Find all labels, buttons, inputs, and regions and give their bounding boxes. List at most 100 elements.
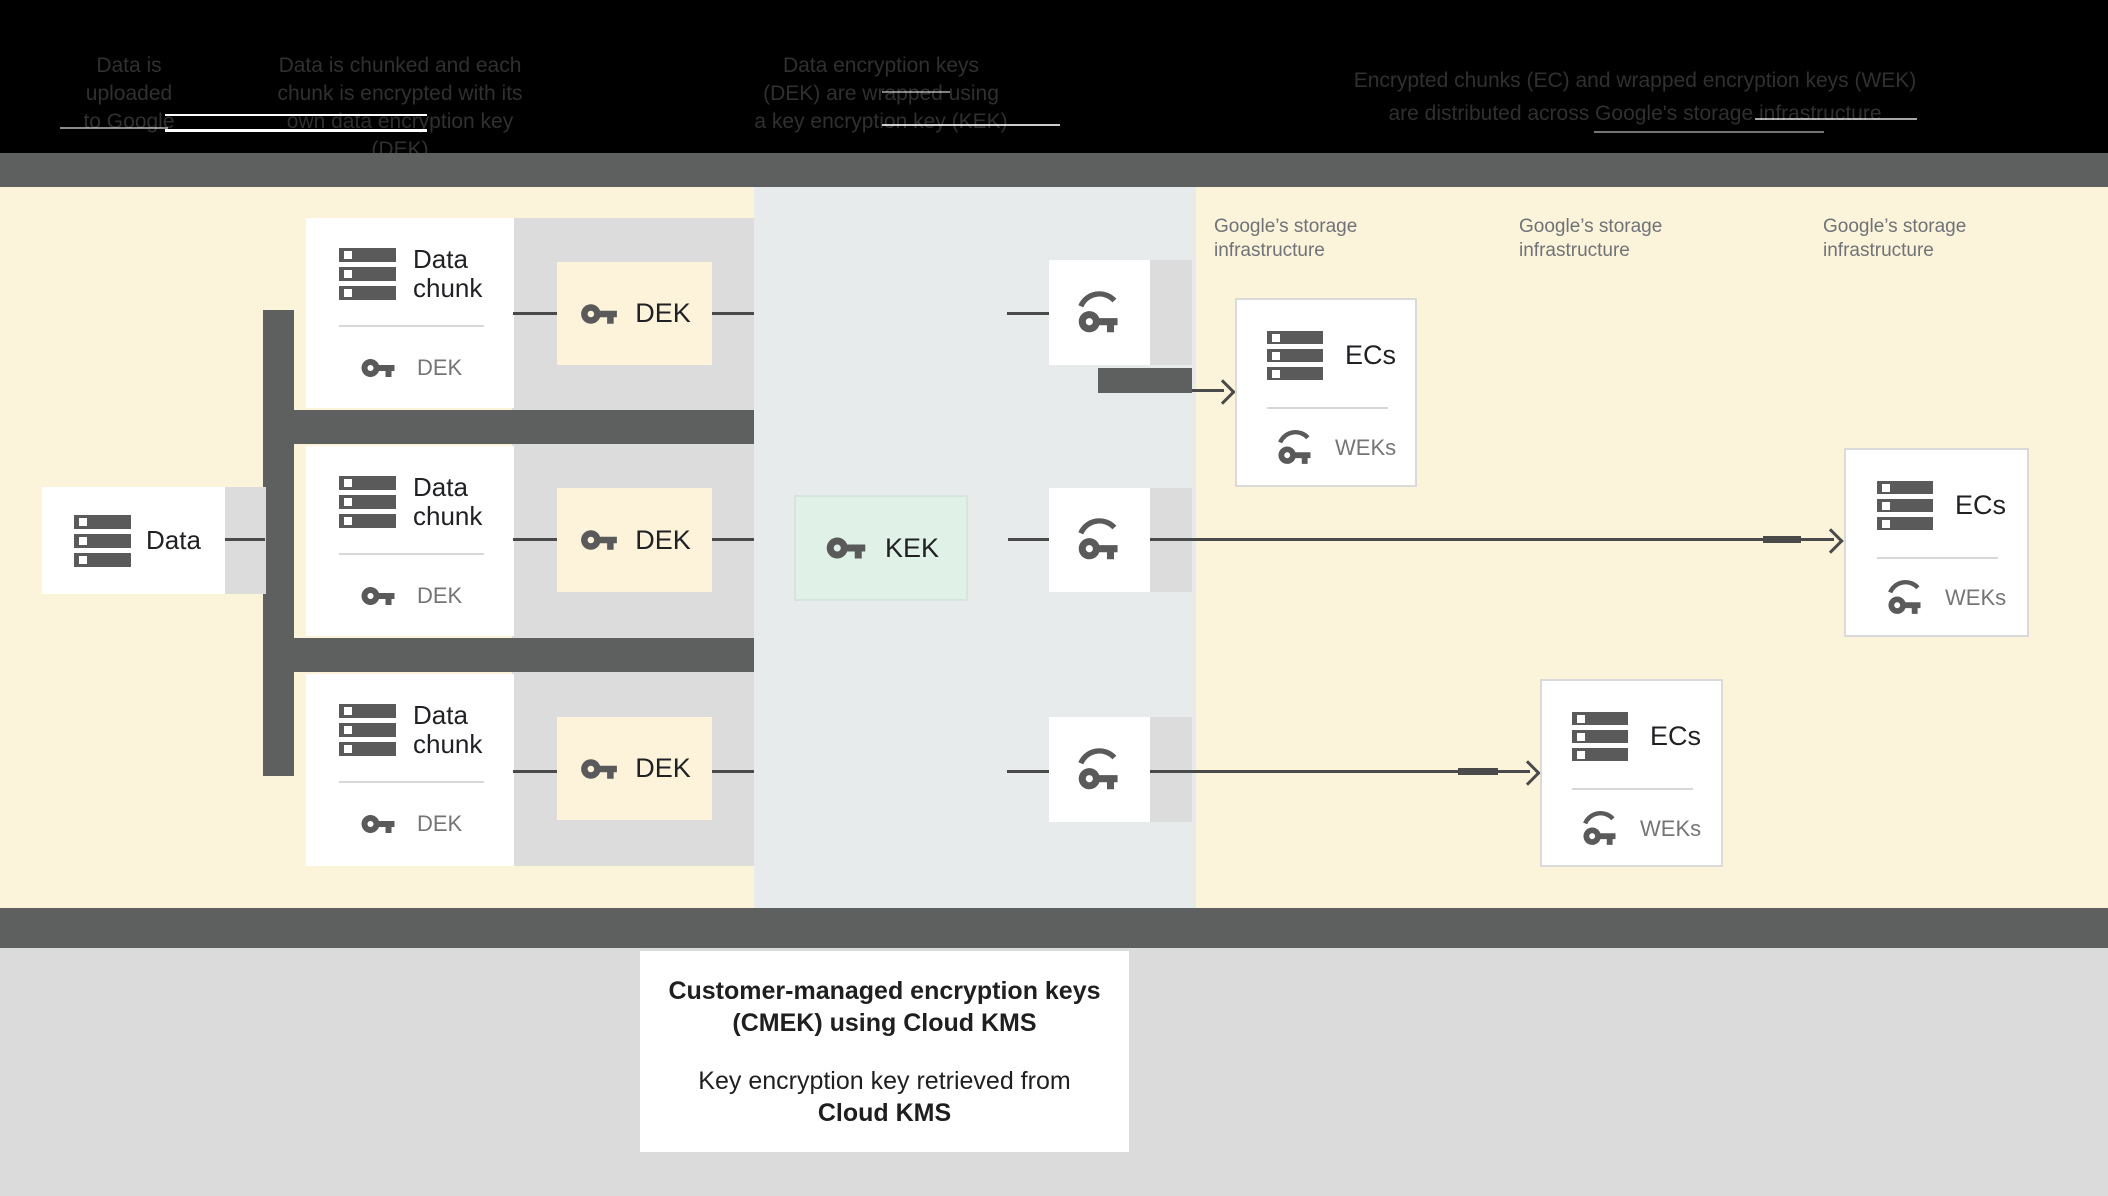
header-glitch-line — [882, 91, 950, 93]
header-step-2-line: chunk is encrypted with its — [277, 82, 523, 105]
ec-key-label: WEKs — [1640, 816, 1702, 841]
chunk-title: Data — [413, 244, 468, 274]
key-icon — [361, 587, 395, 605]
ec-title: ECs — [1345, 339, 1397, 370]
data-box-label: Data — [146, 525, 201, 555]
chunk-title: chunk — [413, 273, 483, 303]
connector-line — [1007, 770, 1049, 773]
arrow-line-overlap — [1763, 536, 1801, 543]
header-step-3-line: Data encryption keys — [782, 54, 980, 77]
header-glitch-line — [882, 124, 1060, 126]
dek-label: DEK — [635, 524, 691, 555]
divider — [1877, 557, 1998, 559]
key-icon — [581, 758, 618, 779]
wrapped-key-icon — [1583, 811, 1616, 845]
storage-zone-label: Google’s storage infrastructure — [1214, 215, 1414, 263]
encrypted-chunks-box: ECs WEKs — [1540, 679, 1723, 867]
encrypted-chunks-box: ECs WEKs — [1235, 298, 1417, 487]
key-icon — [581, 303, 618, 324]
wrapped-key-box — [1049, 717, 1150, 822]
arrow-line-overlap — [1458, 768, 1498, 775]
encrypted-chunks-box: ECs WEKs — [1844, 448, 2029, 637]
chunk-title: Data — [413, 700, 468, 730]
storage-zone-label-line: Google’s storage — [1214, 216, 1358, 237]
wrapped-key-icon — [1077, 518, 1118, 560]
header-step-1-line: Data is — [96, 54, 162, 77]
data-chunk-box: Data chunk DEK — [306, 218, 514, 408]
connector-line — [711, 312, 754, 315]
header-step-4-line: Encrypted chunks (EC) and wrapped encryp… — [1353, 69, 1917, 92]
ec-title: ECs — [1650, 720, 1702, 751]
chunk-title: chunk — [413, 729, 483, 759]
relay-backing-strip — [1150, 717, 1192, 822]
key-icon — [361, 815, 395, 833]
top-divider-bar — [0, 153, 2108, 187]
divider — [1267, 407, 1388, 409]
arrow-line — [1192, 389, 1224, 392]
header-step-3-line: (DEK) are wrapped using — [763, 82, 999, 105]
header-step-2: Data is chunked and each chunk is encryp… — [262, 52, 538, 164]
kek-label: KEK — [884, 532, 940, 563]
chunk-key-label: DEK — [417, 811, 463, 836]
wrapped-key-box — [1049, 488, 1150, 592]
header-step-3-line: a key encryption key (KEK) — [754, 110, 1008, 133]
database-icon — [1267, 330, 1323, 380]
header-band: Data is uploaded to Google Data is chunk… — [0, 0, 2108, 161]
wrapped-key-icon — [1888, 580, 1921, 614]
arrow-line — [1150, 538, 1834, 541]
ec-key-label: WEKs — [1945, 585, 2007, 610]
chunk-key-label: DEK — [417, 583, 463, 608]
wrapped-key-icon — [1077, 747, 1118, 789]
caption-box: Customer-managed encryption keys (CMEK) … — [640, 951, 1129, 1152]
divider — [339, 781, 484, 783]
connector-line — [513, 770, 557, 773]
divider — [339, 553, 484, 555]
header-glitch-line — [165, 114, 427, 116]
storage-zone-label-line: infrastructure — [1214, 240, 1325, 261]
header-step-3: Data encryption keys (DEK) are wrapped u… — [739, 52, 1023, 136]
database-icon — [1572, 711, 1628, 761]
bottom-divider-bar — [0, 908, 2108, 948]
fan-out-trunk — [263, 310, 294, 776]
caption-line: Key encryption key retrieved from — [698, 1067, 1071, 1095]
divider — [339, 325, 484, 327]
header-step-1: Data is uploaded to Google — [40, 52, 218, 136]
kek-box: KEK — [794, 495, 968, 601]
caption-line: Cloud KMS — [817, 1099, 952, 1127]
database-icon — [339, 476, 396, 528]
connector-line — [513, 312, 557, 315]
key-icon — [581, 530, 618, 550]
relay-backing-strip — [1150, 260, 1192, 365]
chunk-title: chunk — [413, 501, 483, 531]
header-step-4-line: are distributed across Google's storage … — [1388, 102, 1882, 125]
caption-line: Customer-managed encryption keys — [668, 977, 1101, 1005]
chunk-key-label: DEK — [417, 355, 463, 380]
key-icon — [826, 537, 866, 559]
chunk-connector-bar — [270, 638, 754, 672]
data-box: Data — [42, 487, 225, 594]
header-step-4: Encrypted chunks (EC) and wrapped encryp… — [1310, 64, 1960, 130]
storage-zone-label-line: Google’s storage — [1519, 216, 1663, 237]
dek-label: DEK — [635, 298, 691, 328]
database-icon — [339, 248, 396, 300]
header-glitch-line — [165, 129, 427, 132]
arrow-thick-bar — [1098, 368, 1192, 393]
ec-key-label: WEKs — [1335, 435, 1397, 460]
caption-line: (CMEK) using Cloud KMS — [732, 1009, 1037, 1037]
storage-zone-label: Google’s storage infrastructure — [1519, 215, 1719, 263]
data-chunk-box: Data chunk DEK — [306, 446, 514, 636]
wrapped-key-icon — [1278, 430, 1311, 464]
database-icon — [339, 704, 396, 756]
header-glitch-line — [60, 127, 168, 129]
connector-line — [513, 538, 557, 541]
connector-line — [711, 538, 754, 541]
chunk-title: Data — [413, 472, 468, 502]
dek-label: DEK — [635, 753, 691, 783]
storage-zone-label-line: Google’s storage — [1823, 216, 1967, 237]
divider — [1572, 788, 1693, 790]
ec-title: ECs — [1955, 489, 2007, 520]
header-glitch-line — [1594, 131, 1824, 133]
wrapped-key-box — [1049, 260, 1150, 365]
connector-line — [1008, 538, 1049, 541]
